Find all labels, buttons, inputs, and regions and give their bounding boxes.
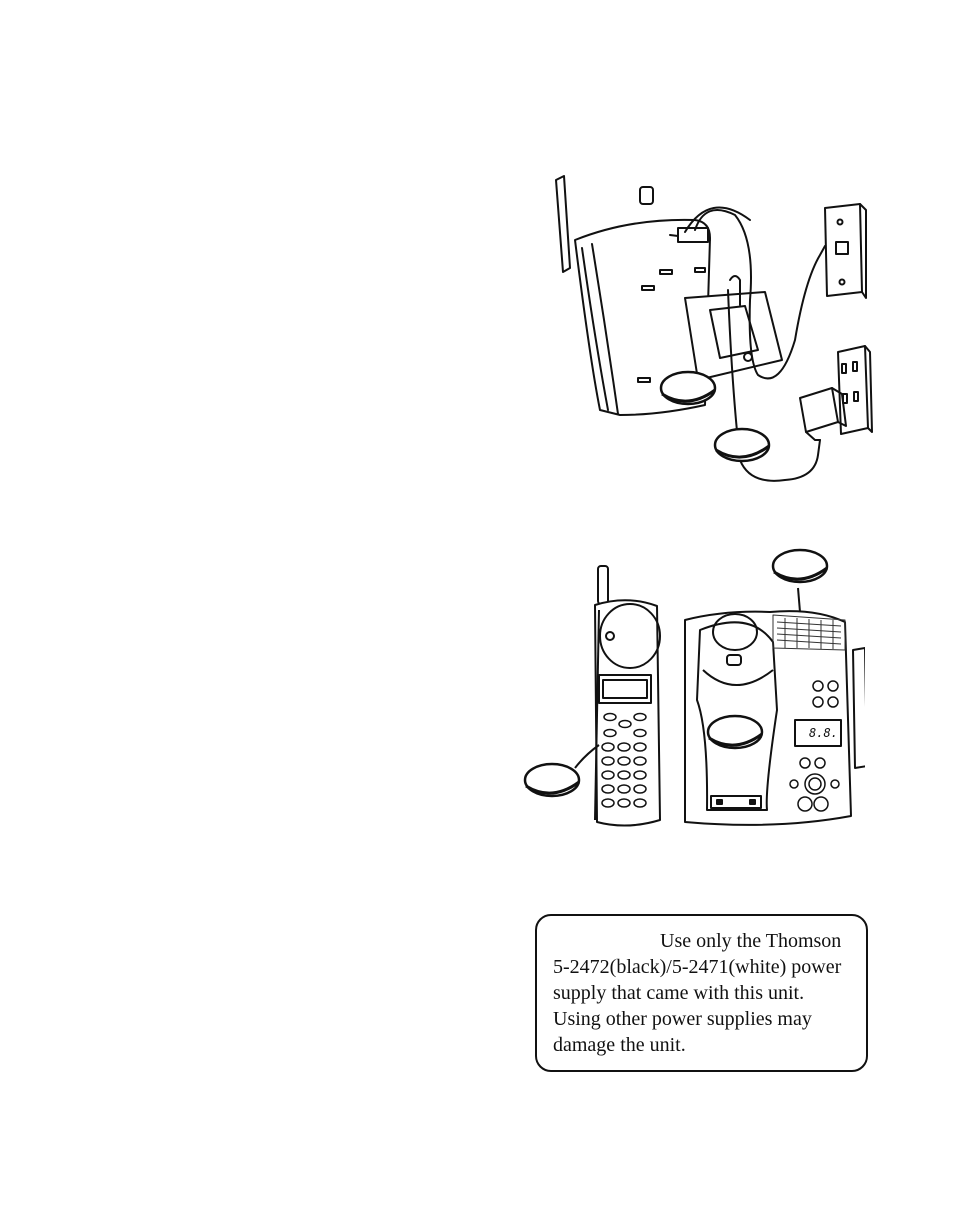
handset-antenna (597, 565, 609, 605)
base-display-frame (794, 719, 842, 747)
callout-oval-5 (523, 762, 581, 798)
power-cord (727, 289, 821, 482)
phone-line-cord (694, 209, 826, 380)
callout-oval-1 (659, 370, 717, 406)
wall-outlet (837, 345, 869, 435)
handset-keypad (601, 712, 647, 808)
caution-text: Use only the Thomson 5-2472(black)/5-247… (553, 930, 842, 1056)
ac-adapter (799, 387, 839, 433)
handset-body (594, 599, 661, 827)
base-display-digits: 8.8. (809, 726, 838, 740)
base-antenna (852, 647, 865, 769)
base-body (574, 218, 711, 416)
earpiece (599, 603, 661, 669)
base-buttons (789, 680, 840, 812)
callout-oval-3 (771, 548, 829, 584)
callout-oval-4 (706, 714, 764, 750)
antenna (555, 175, 571, 273)
base-connection-illustration (555, 175, 873, 482)
wall-bracket (684, 291, 783, 381)
jack-symbol (639, 186, 654, 205)
speaker-grille (772, 614, 846, 651)
caution-box: Use only the Thomson 5-2472(black)/5-247… (535, 914, 868, 1072)
handset-base-illustration: 8.8. (523, 548, 865, 827)
